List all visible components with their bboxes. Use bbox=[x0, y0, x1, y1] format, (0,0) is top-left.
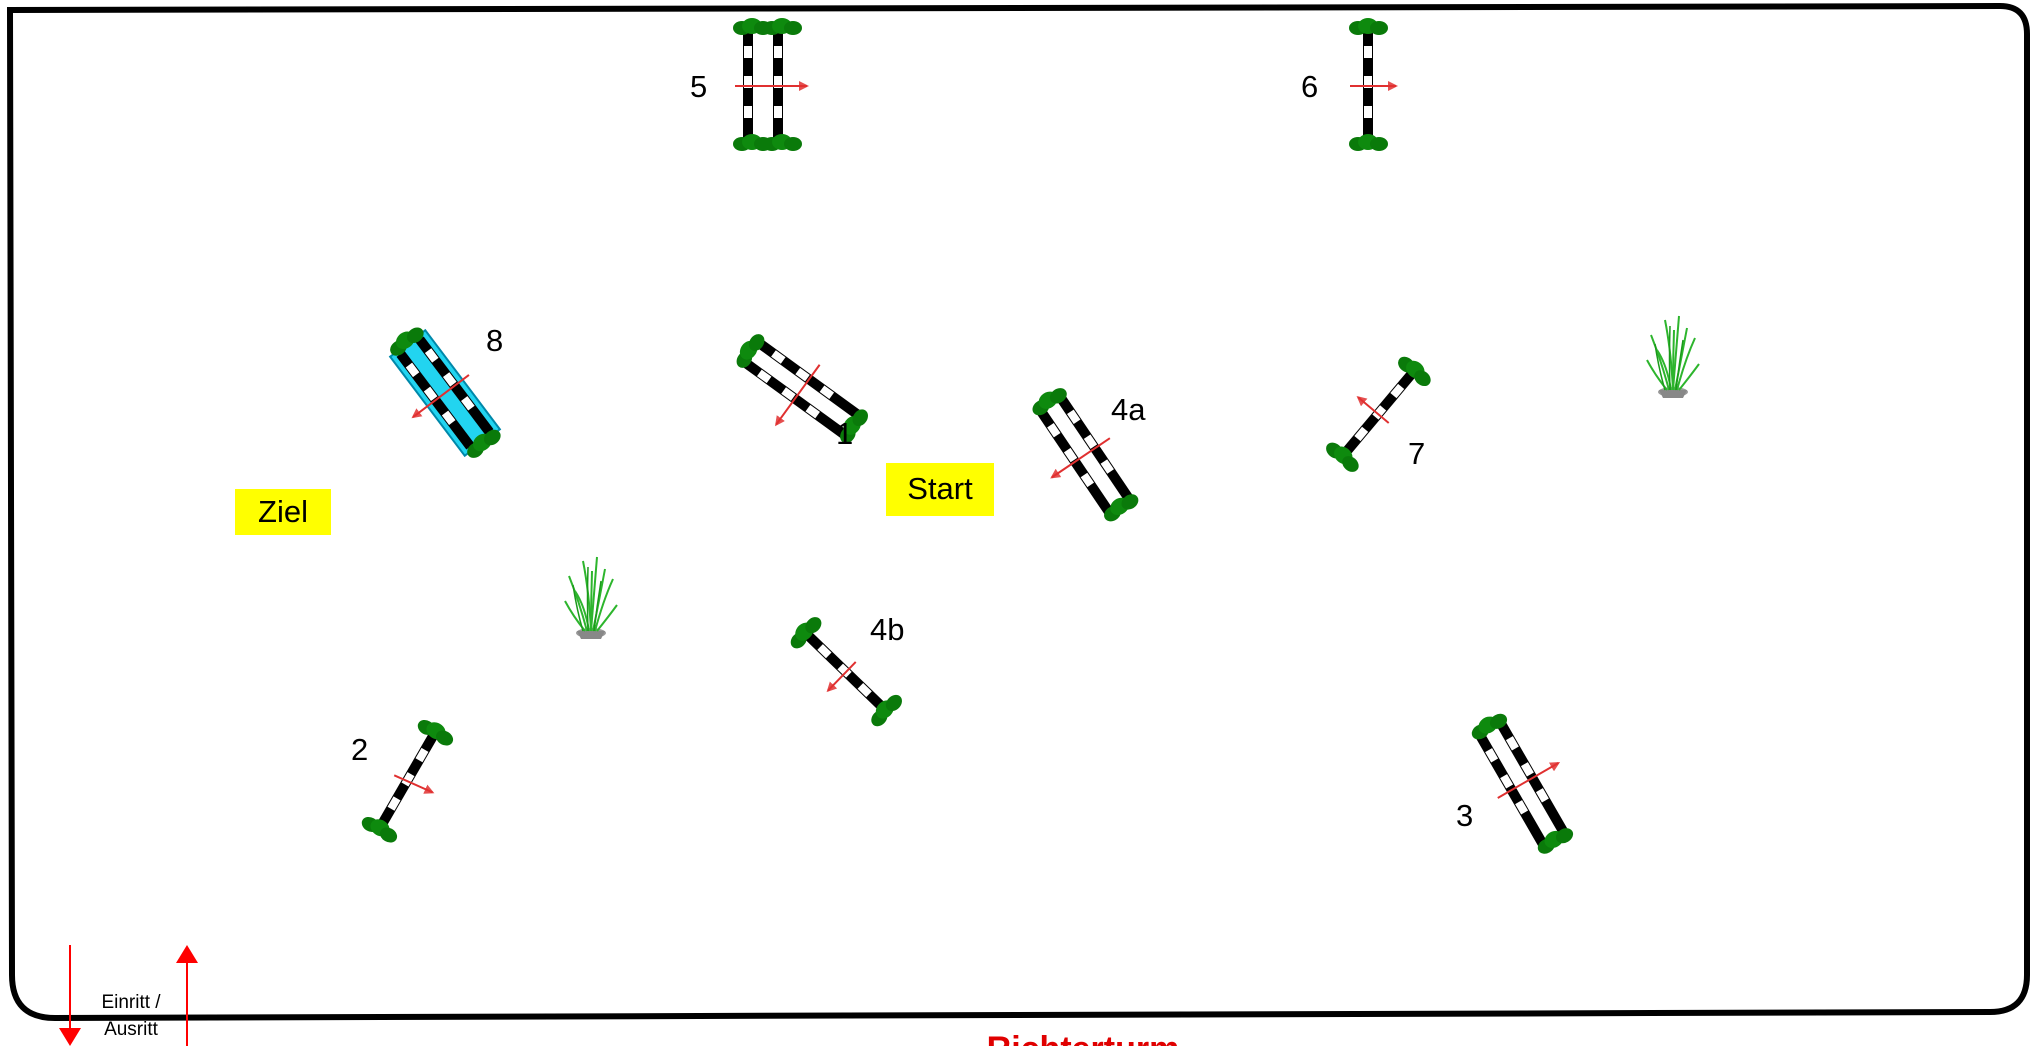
finish-label: Ziel bbox=[258, 494, 308, 529]
jump-4a-label: 4a bbox=[1111, 392, 1146, 427]
jump-8 bbox=[385, 321, 504, 462]
start-label: Start bbox=[907, 471, 973, 506]
direction-arrow-icon bbox=[1497, 762, 1561, 799]
jump-4a bbox=[1027, 382, 1142, 525]
jump-4b-label: 4b bbox=[870, 612, 904, 647]
direction-arrow-icon bbox=[774, 364, 821, 427]
direction-arrow-icon bbox=[1050, 437, 1111, 479]
jump-3-label: 3 bbox=[1456, 798, 1473, 833]
direction-arrow-icon bbox=[411, 374, 470, 419]
jump-2-label: 2 bbox=[351, 732, 368, 767]
finish-marker: Ziel bbox=[235, 489, 331, 535]
jump-5-label: 5 bbox=[690, 69, 707, 104]
jump-6-label: 6 bbox=[1301, 69, 1318, 104]
entry-label-line1: Einritt / bbox=[101, 992, 161, 1013]
jump-8-label: 8 bbox=[486, 323, 503, 358]
jump-5 bbox=[733, 18, 809, 151]
judge-tower-label: Richterturm bbox=[987, 1030, 1180, 1046]
jump-4b bbox=[785, 611, 906, 730]
arena-border bbox=[6, 2, 2030, 1022]
direction-arrow-icon bbox=[393, 774, 435, 794]
entry-label-line2: Ausritt bbox=[104, 1019, 159, 1040]
direction-arrow-icon bbox=[826, 661, 857, 693]
plant-decoration-icon bbox=[564, 556, 618, 640]
jump-2 bbox=[359, 714, 458, 846]
jump-6 bbox=[1349, 18, 1398, 151]
jump-7 bbox=[1322, 351, 1436, 476]
direction-arrow-icon bbox=[1356, 396, 1390, 424]
jump-1-label: 1 bbox=[836, 416, 853, 451]
start-marker: Start bbox=[886, 463, 994, 516]
jump-1 bbox=[730, 329, 872, 447]
jump-3 bbox=[1467, 708, 1576, 857]
jump-7-label: 7 bbox=[1408, 436, 1425, 471]
plant-decoration-icon bbox=[1646, 315, 1700, 399]
